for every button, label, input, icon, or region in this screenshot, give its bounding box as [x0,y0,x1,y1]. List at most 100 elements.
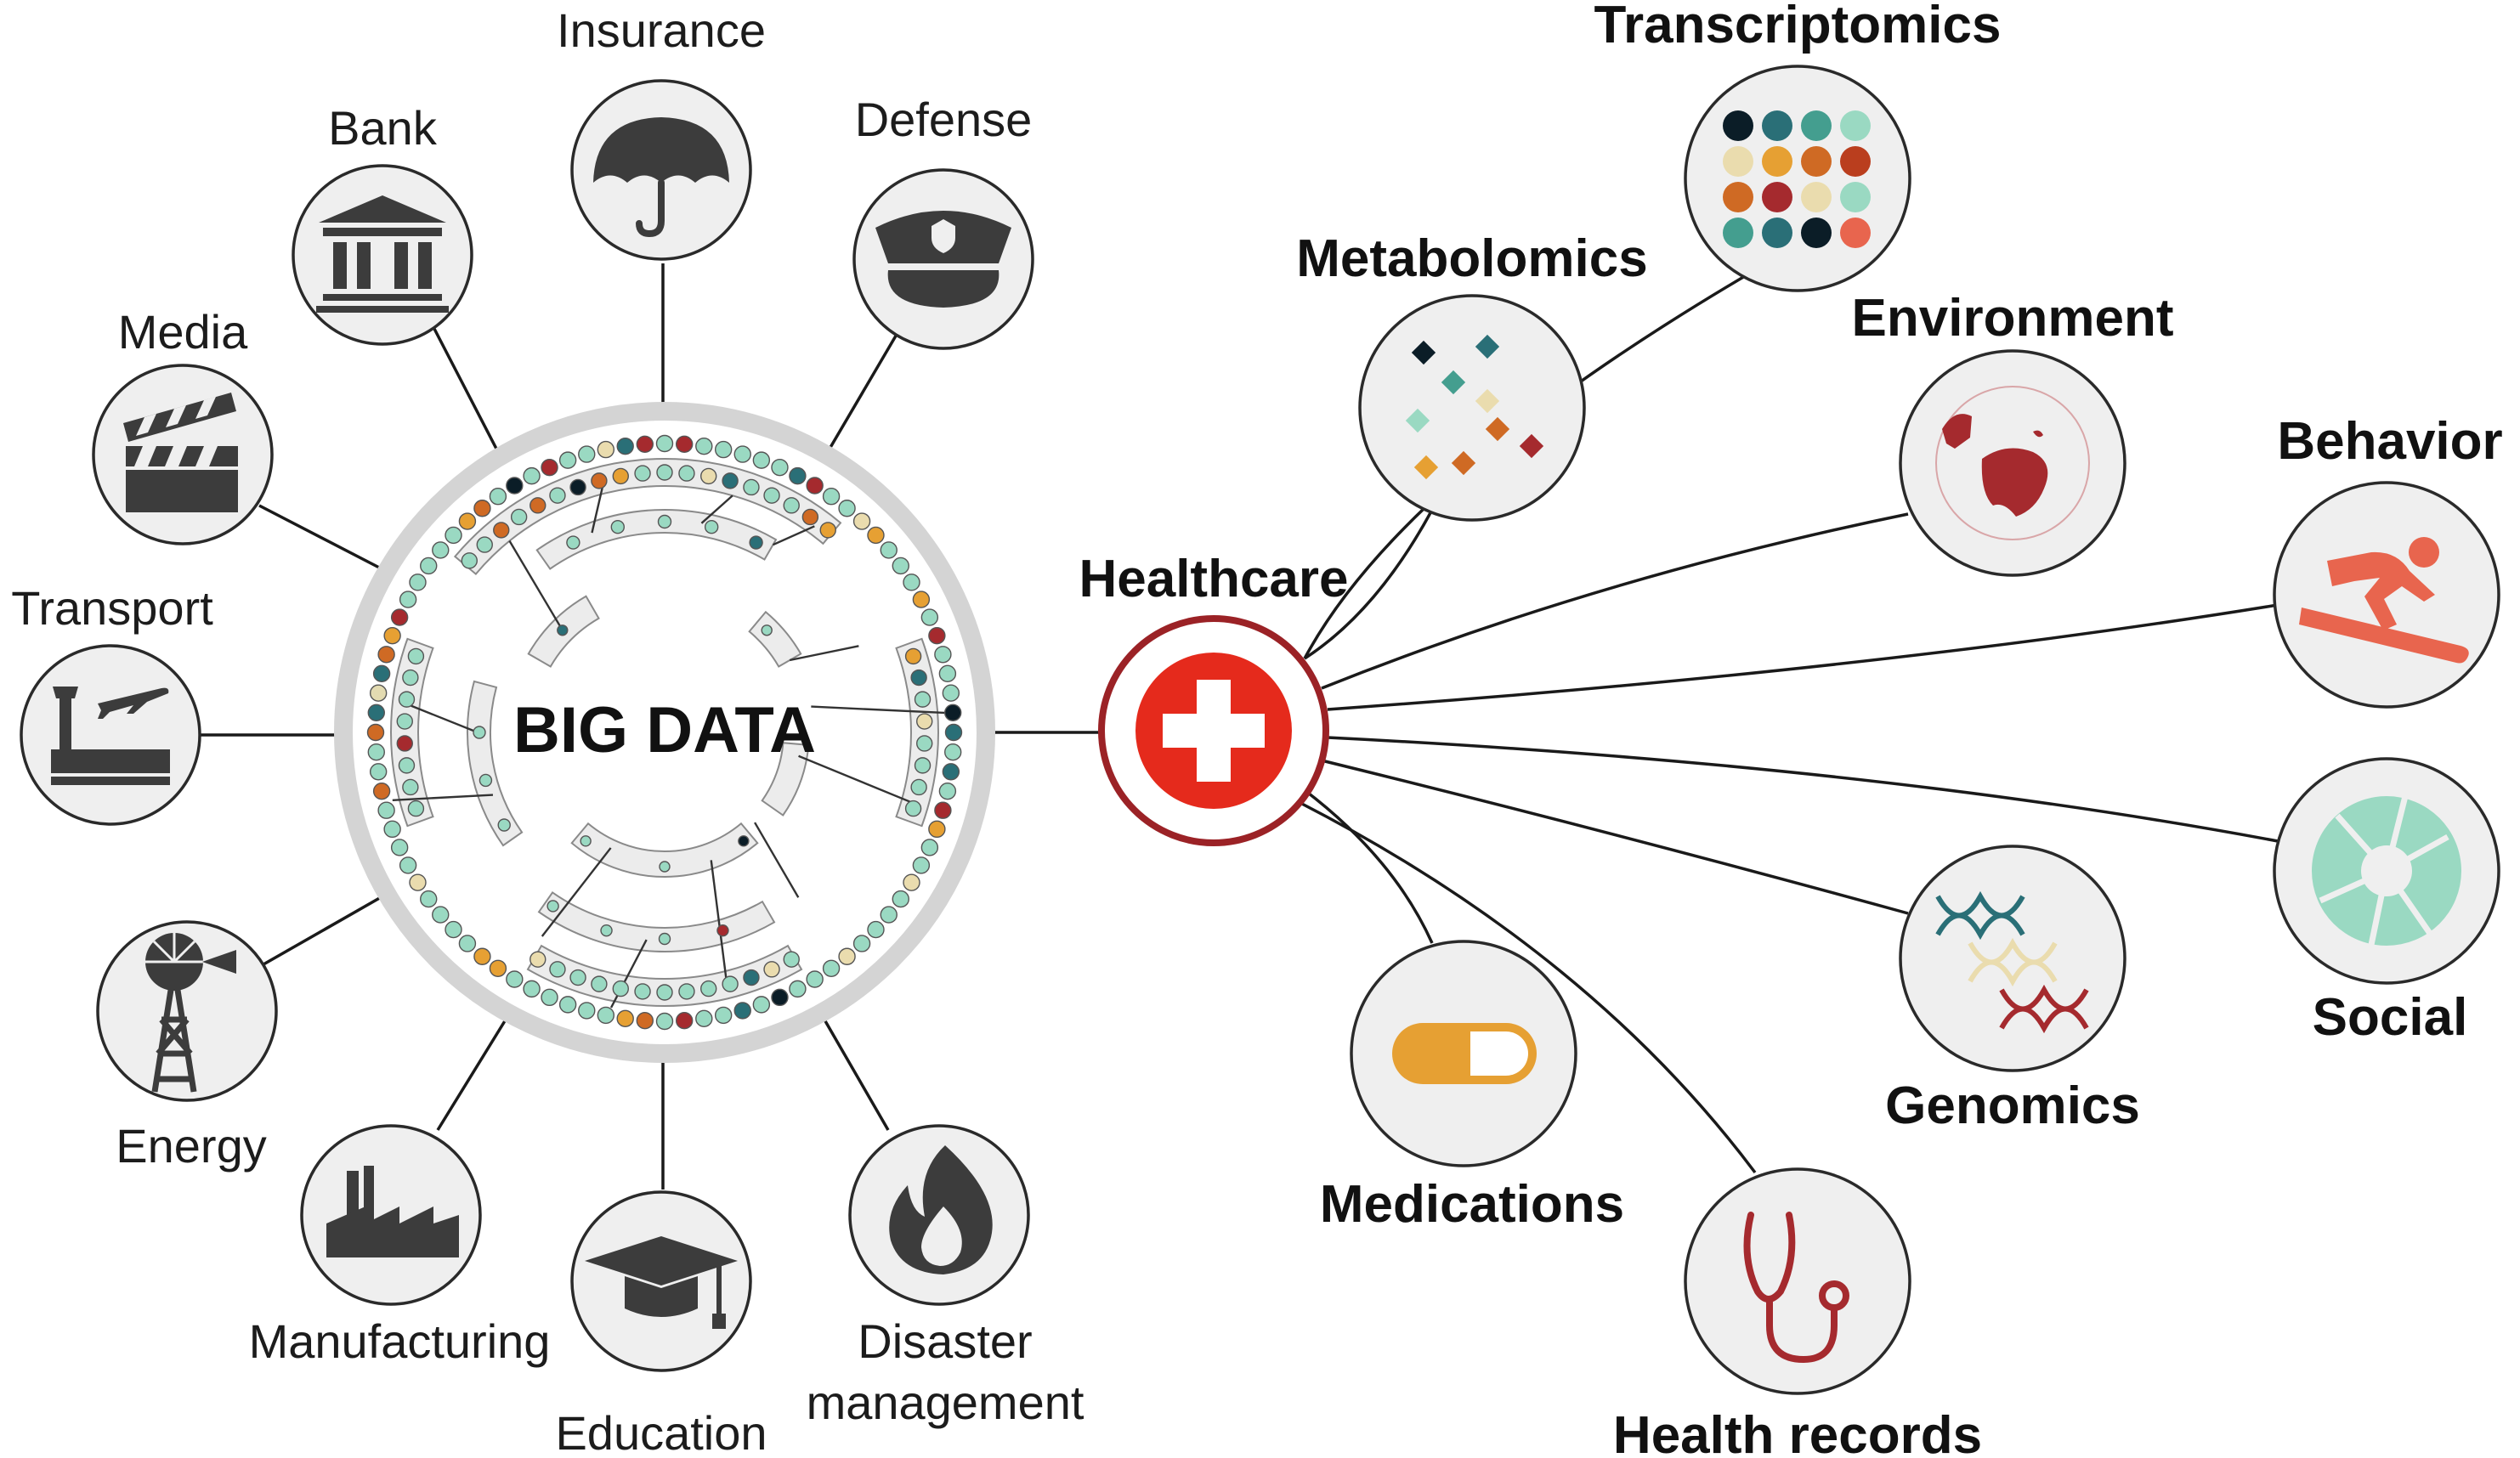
data-dot [910,778,927,796]
data-dot [704,520,719,534]
data-dot [752,451,771,469]
data-dot [506,477,524,494]
dendrogram-links [392,484,945,1009]
node-defense: Defense [852,93,1034,350]
data-dot [942,763,960,781]
connector-genomics [1321,759,1909,915]
data-dot [558,451,577,469]
node-manufacturing-label: Manufacturing [249,1314,551,1368]
left-connectors [200,263,1101,1190]
data-dot [942,684,960,702]
data-dot [409,574,427,591]
data-dot [557,624,569,636]
data-dot [390,608,409,626]
connector-bank [432,326,499,451]
connector-defense [827,326,903,451]
data-dot [369,763,388,781]
data-dot [407,647,425,665]
data-dot [549,487,566,504]
data-dot [377,801,395,819]
node-manufacturing: Manufacturing [249,1124,551,1368]
data-dot [714,1006,733,1025]
connector-environment [1321,512,1909,690]
data-dot [714,440,733,459]
data-dot [610,520,626,534]
grid-dot [1723,146,1753,177]
node-insurance-label: Insurance [557,3,766,57]
data-dot [396,713,413,730]
data-dot [822,488,841,506]
connector-social [1327,736,2279,843]
data-dot [771,988,789,1007]
node-bank: Bank [292,101,473,346]
grid-dot [1840,146,1871,177]
medical-cross-icon [1163,680,1265,782]
data-dot [806,970,824,988]
grid-dot [1801,146,1832,177]
data-dot [789,980,807,998]
grid-dot [1801,218,1832,248]
data-dot [580,835,592,847]
connector-metabolomics [1304,509,1434,660]
dendrogram-link [392,794,494,802]
grid-dot [1840,218,1871,248]
data-dot [838,947,856,965]
node-education: Education [555,1190,767,1458]
grid-dot [1762,110,1792,141]
node-medications: Medications [1320,940,1624,1234]
data-dot [546,900,559,913]
grid-dot [1762,146,1792,177]
data-dot [634,983,651,1000]
data-dot [566,535,580,550]
grid-dot [1762,182,1792,212]
arc-band-outer-left [390,637,434,828]
data-dot [914,691,932,708]
data-dot [656,984,673,1001]
connector-energy [263,895,383,966]
node-metabolomics-circle [1358,294,1586,522]
factory-icon [326,1166,459,1257]
node-bank-label: Bank [328,101,438,155]
data-dot [867,920,885,939]
data-dot [904,647,922,665]
data-dot [409,873,427,891]
data-dot [903,873,920,891]
data-dot [928,626,946,645]
data-dot [578,1002,596,1020]
pill-capsule-icon [1392,1023,1537,1084]
grid-dot [1840,110,1871,141]
data-dot [852,512,871,530]
skier-icon [2299,537,2469,664]
data-dot [789,466,807,485]
grid-dot [1723,110,1753,141]
airport-tower-plane-icon [51,687,170,785]
node-metabolomics-label: Metabolomics [1296,229,1647,288]
node-disaster-label-line2: management [807,1376,1084,1429]
node-insurance: Insurance [557,3,766,261]
arc-band-outer-right [895,637,939,828]
data-dot [612,467,629,485]
data-dot [867,526,885,545]
node-health-records: Health records [1613,1167,1982,1458]
node-energy-label: Energy [116,1119,266,1173]
data-dot [473,947,491,965]
data-dot [369,684,388,702]
grid-dot [1723,182,1753,212]
data-dot [432,541,450,559]
grid-dot [1801,110,1832,141]
data-dot [506,970,524,988]
data-dot [473,500,491,517]
node-transport-label: Transport [11,581,213,635]
node-transcriptomics-circle [1684,65,1911,292]
data-dot [541,458,558,477]
data-dot [489,488,507,506]
bank-building-icon [316,195,449,313]
data-dot [938,664,957,683]
data-dot [523,980,541,998]
data-dot [372,782,391,800]
node-disaster-management: Disaster management [807,1124,1084,1429]
data-dot [399,856,417,874]
dendrogram-link [700,494,733,524]
dendrogram-link [754,822,800,898]
